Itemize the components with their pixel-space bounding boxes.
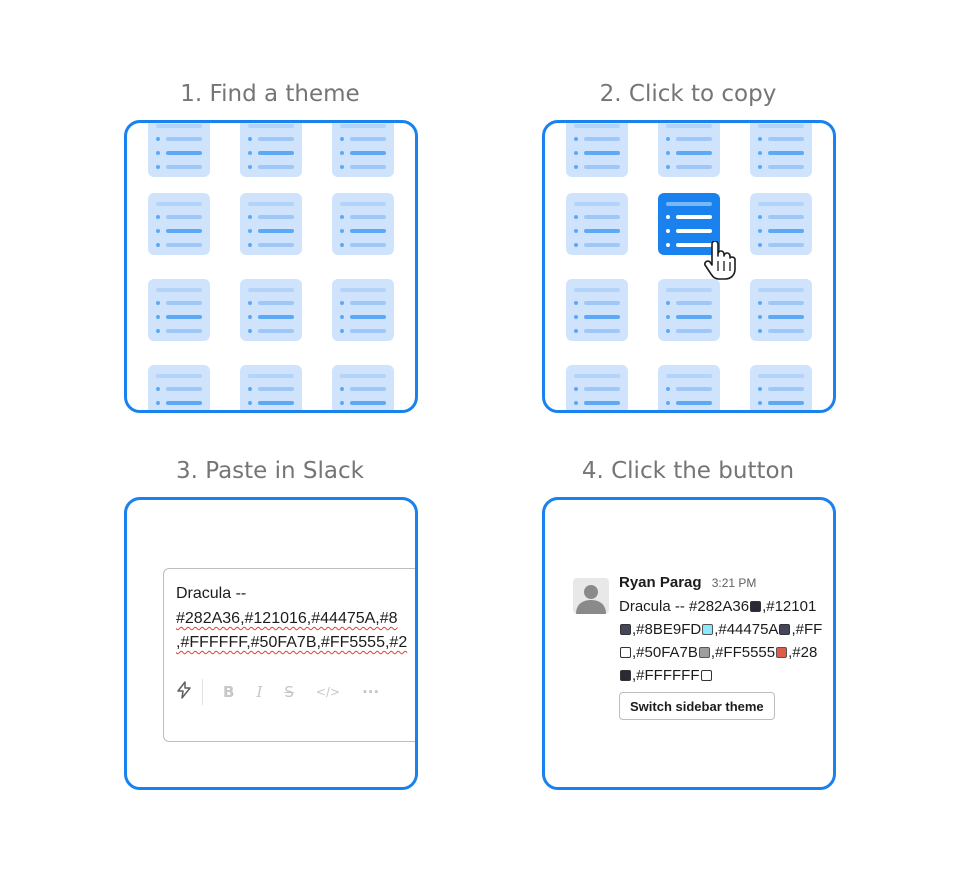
theme-tile[interactable]	[148, 365, 210, 410]
theme-tile[interactable]	[148, 123, 210, 177]
theme-tile[interactable]	[240, 123, 302, 177]
theme-tile[interactable]	[332, 123, 394, 177]
step-2-title: 2. Click to copy	[599, 81, 777, 107]
theme-tile[interactable]	[566, 193, 628, 255]
theme-tile[interactable]	[750, 365, 812, 410]
more-icon[interactable]: ···	[362, 683, 380, 701]
theme-tile[interactable]	[566, 279, 628, 341]
theme-tile[interactable]	[566, 365, 628, 410]
message-text: ,#FFFFFF	[632, 667, 700, 684]
avatar[interactable]	[573, 578, 609, 614]
message-composer[interactable]: Dracula -- #282A36,#121016,#44475A,#8 ,#…	[163, 568, 415, 742]
composer-toolbar: B I S </> ···	[176, 677, 401, 707]
swatch	[620, 624, 631, 635]
message-text: ,#44475A	[714, 621, 779, 638]
theme-tile[interactable]	[240, 193, 302, 255]
theme-tile[interactable]	[566, 123, 628, 177]
step-3-title: 3. Paste in Slack	[176, 458, 364, 484]
code-icon[interactable]: </>	[315, 685, 341, 699]
theme-tile[interactable]	[750, 279, 812, 341]
theme-tile[interactable]	[332, 193, 394, 255]
theme-grid-panel	[124, 120, 418, 413]
swatch	[750, 601, 762, 612]
message-text: ,#50FA7B	[632, 644, 698, 661]
message-text: Dracula -- #282A36	[619, 598, 750, 615]
swatch	[702, 624, 714, 635]
theme-tile[interactable]	[332, 365, 394, 410]
theme-tile[interactable]	[750, 123, 812, 177]
message-text: ,#FF	[791, 621, 823, 638]
switch-sidebar-theme-button[interactable]: Switch sidebar theme	[619, 692, 775, 720]
copy-theme-panel	[542, 120, 836, 413]
switch-theme-panel: Ryan Parag 3:21 PM Dracula -- #282A36 ,#1…	[542, 497, 836, 790]
author-name[interactable]: Ryan Parag	[619, 574, 702, 591]
swatch	[779, 624, 791, 635]
swatch	[620, 670, 631, 681]
swatch	[698, 647, 710, 658]
message-line-3: ,#50FA7B ,#FF5555 ,#28	[619, 644, 817, 661]
message-time[interactable]: 3:21 PM	[711, 576, 757, 590]
toolbar-divider	[202, 679, 203, 705]
swatch	[620, 647, 631, 658]
strikethrough-icon[interactable]: S	[284, 683, 294, 701]
bold-icon[interactable]: B	[223, 683, 235, 701]
composer-line-1: Dracula --	[176, 585, 247, 602]
theme-tile[interactable]	[658, 123, 720, 177]
theme-tile[interactable]	[658, 279, 720, 341]
swatch	[776, 647, 788, 658]
selected-theme-tile[interactable]	[658, 193, 720, 255]
step-4-title: 4. Click the button	[581, 458, 795, 484]
italic-icon[interactable]: I	[256, 683, 263, 701]
theme-tile[interactable]	[240, 365, 302, 410]
hand-cursor-icon	[704, 241, 736, 280]
message-text: ,#28	[788, 644, 818, 661]
message-header: Ryan Parag 3:21 PM	[619, 574, 756, 591]
theme-tile[interactable]	[240, 279, 302, 341]
message-line-2: ,#8BE9FD ,#44475A ,#FF	[619, 621, 822, 638]
paste-in-slack-panel: Dracula -- #282A36,#121016,#44475A,#8 ,#…	[124, 497, 418, 790]
theme-tile[interactable]	[750, 193, 812, 255]
step-1-title: 1. Find a theme	[180, 81, 360, 107]
message-text: ,#8BE9FD	[632, 621, 702, 638]
composer-line-3: ,#FFFFFF,#50FA7B,#FF5555,#2	[176, 634, 408, 651]
theme-tile[interactable]	[332, 279, 394, 341]
composer-line-2: #282A36,#121016,#44475A,#8	[176, 610, 398, 627]
swatch	[700, 670, 712, 681]
theme-tile[interactable]	[148, 193, 210, 255]
message-text: ,#12101	[762, 598, 817, 615]
theme-tile[interactable]	[148, 279, 210, 341]
lightning-icon[interactable]	[176, 681, 192, 703]
message-line-4: ,#FFFFFF	[619, 667, 713, 684]
message-line-1: Dracula -- #282A36 ,#12101	[619, 598, 816, 615]
message-text: ,#FF5555	[710, 644, 776, 661]
theme-tile[interactable]	[658, 365, 720, 410]
